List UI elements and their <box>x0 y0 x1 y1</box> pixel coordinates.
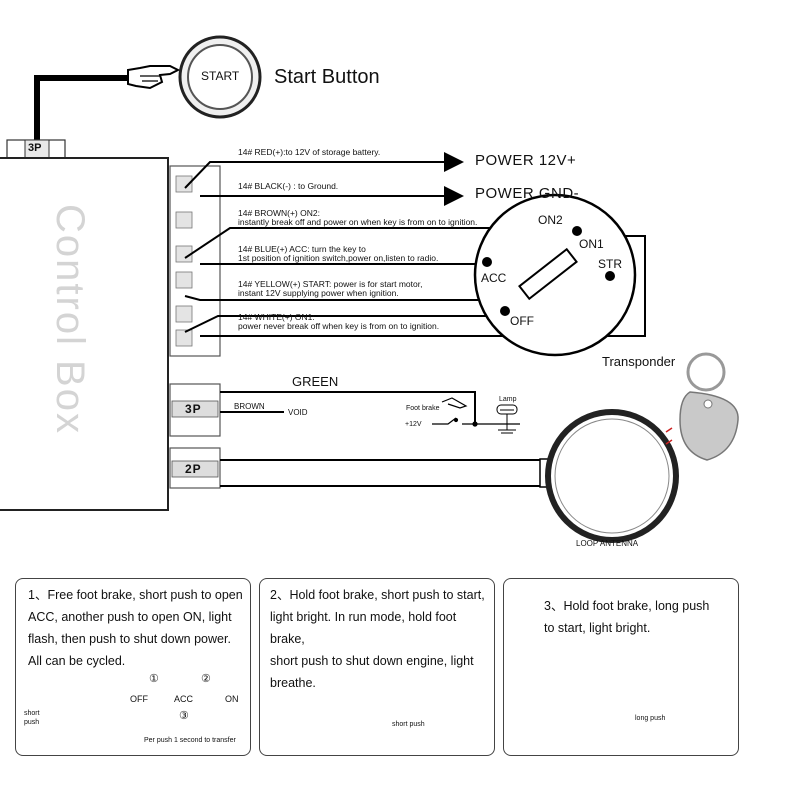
cycle-step-acc: ACC <box>174 694 194 704</box>
power-gnd-label: POWER GND- <box>475 185 580 202</box>
ignition-on1: ON1 <box>579 237 604 251</box>
instruction-card-3: 3、Hold foot brake, long push to start, l… <box>503 578 739 756</box>
cycle-step-off: OFF <box>130 694 148 704</box>
ignition-str: STR <box>598 257 622 271</box>
control-box-title: Control Box <box>48 204 92 435</box>
wire-white-desc: power never break off when key is from o… <box>238 321 440 331</box>
ignition-switch <box>473 193 637 357</box>
cycle-marker-1: ① <box>149 673 159 685</box>
loop-antenna <box>545 409 679 543</box>
green-wire-label: GREEN <box>292 374 339 389</box>
card-3-text: 3、Hold foot brake, long push to start, l… <box>544 599 710 635</box>
card-2-text: 2、Hold foot brake, short push to start, … <box>270 588 485 690</box>
lamp-icon <box>496 404 518 434</box>
transponder-label: Transponder <box>602 354 676 369</box>
ignition-on2: ON2 <box>538 213 563 227</box>
transponder-icon <box>665 352 739 461</box>
ignition-acc: ACC <box>481 271 507 285</box>
wire-black-label: 14# BLACK(-) : to Ground. <box>238 181 339 191</box>
plus-12v-label: +12V <box>405 421 422 428</box>
void-label: VOID <box>288 408 308 417</box>
wire-brown-desc: instantly break off and power on when ke… <box>238 217 478 227</box>
start-button-label[interactable]: START <box>201 69 240 83</box>
lamp-label: Lamp <box>499 396 517 403</box>
wire-blue-desc: 1st position of ignition switch,power on… <box>238 253 439 263</box>
pointing-hand-icon <box>127 65 181 90</box>
instruction-card-2: 2、Hold foot brake, short push to start, … <box>259 578 495 756</box>
cycle-marker-2: ② <box>201 673 211 685</box>
connector-bottom-label: 2P <box>185 462 202 476</box>
wire-yellow-label: 14# YELLOW(+) START: power is for start … <box>238 279 423 289</box>
wire-brown-label: 14# BROWN(+) ON2: <box>238 208 320 218</box>
wire-white-label: 14# WHITE(+) ON1: <box>238 312 315 322</box>
cycle-step-on: ON <box>225 694 239 704</box>
instruction-card-1: 1、Free foot brake, short push to open AC… <box>15 578 251 756</box>
card-3-caption: long push <box>635 715 666 722</box>
connector-mid-label: 3P <box>185 402 202 416</box>
foot-brake-label: Foot brake <box>406 405 440 412</box>
cycle-marker-3: ③ <box>179 710 189 722</box>
wire-red-label: 14# RED(+):to 12V of storage battery. <box>238 147 381 157</box>
wire-blue-label: 14# BLUE(+) ACC: turn the key to <box>238 244 366 254</box>
foot-brake-graphic <box>432 397 520 427</box>
start-button-caption: Start Button <box>274 66 380 88</box>
start-button-cable <box>34 75 130 140</box>
card-1-text: 1、Free foot brake, short push to open AC… <box>28 588 243 668</box>
control-box <box>0 157 169 511</box>
start-button-graphic <box>178 35 262 119</box>
brown-wire-label: BROWN <box>234 402 265 411</box>
loop-antenna-label: LOOP ANTENNA <box>576 539 639 548</box>
ignition-off: OFF <box>510 314 534 328</box>
card-1-caption: short push <box>24 710 40 726</box>
connector-top-label: 3P <box>28 142 42 154</box>
cycle-note: Per push 1 second to transfer <box>144 737 236 744</box>
card-2-caption: short push <box>392 721 425 728</box>
wire-yellow-desc: instant 12V supplying power when ignitio… <box>238 288 399 298</box>
power-12v-label: POWER 12V+ <box>475 152 577 169</box>
